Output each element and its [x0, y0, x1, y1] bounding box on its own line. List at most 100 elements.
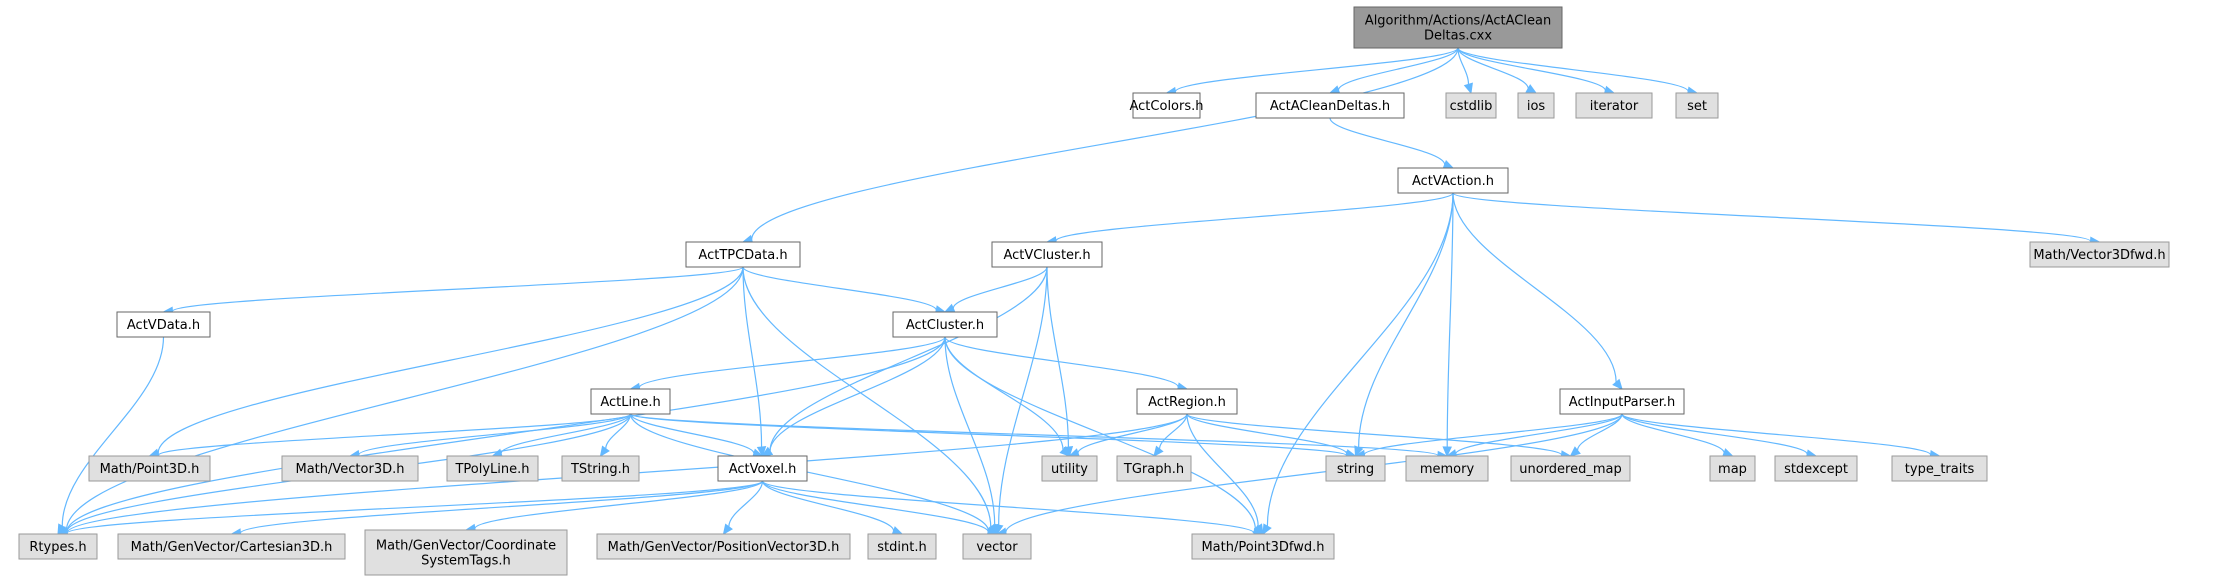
node-tpoly-line: TPolyLine.h: [446, 455, 539, 482]
node-label: utility: [1051, 462, 1088, 477]
node-act-line[interactable]: ActLine.h: [590, 388, 671, 415]
node-root: Algorithm/Actions/ActACleanDeltas.cxx: [1353, 6, 1563, 49]
node-memory: memory: [1405, 455, 1489, 482]
node-box: [1891, 455, 1988, 482]
edge-root-to-set: [1457, 47, 1699, 96]
node-label: ActLine.h: [600, 395, 660, 410]
node-stdint: stdint.h: [867, 533, 937, 560]
node-label: set: [1687, 99, 1707, 114]
edge-act-vaction-to-string: [1354, 192, 1454, 458]
node-label: ActVData.h: [127, 318, 200, 333]
node-box: [1517, 92, 1555, 119]
node-label: stdint.h: [877, 540, 926, 555]
node-set: set: [1675, 92, 1719, 119]
node-act-vdata[interactable]: ActVData.h: [116, 311, 211, 338]
node-box: [867, 533, 937, 560]
node-label: ActColors.h: [1130, 99, 1204, 114]
node-point3-d: Math/Point3D.h: [88, 455, 211, 482]
node-label: type_traits: [1905, 462, 1975, 477]
node-stdexcept: stdexcept: [1774, 455, 1858, 482]
node-box: [116, 311, 211, 338]
edge-act-vaction-to-act-input-parser: [1452, 192, 1623, 390]
node-box: [1353, 6, 1563, 49]
node-label: memory: [1420, 462, 1475, 477]
edge-root-to-iterator: [1457, 47, 1616, 95]
node-box: [88, 455, 211, 482]
node-box: [590, 388, 671, 415]
node-label: string: [1337, 462, 1374, 477]
node-label: ActCluster.h: [906, 318, 984, 333]
edge-act-input-parser-to-stdexcept: [1621, 413, 1818, 459]
node-cartesian3-d: Math/GenVector/Cartesian3D.h: [117, 533, 346, 560]
node-act-aclean-deltas[interactable]: ActACleanDeltas.h: [1255, 92, 1405, 119]
node-label: unordered_map: [1519, 462, 1622, 477]
node-act-vcluster[interactable]: ActVCluster.h: [991, 241, 1103, 268]
edge-act-tpcdata-to-act-vdata: [162, 266, 744, 317]
node-box: [962, 533, 1032, 560]
node-label: ios: [1527, 99, 1546, 114]
node-vector: vector: [962, 533, 1032, 560]
node-box: [364, 529, 568, 576]
node-box: [1405, 455, 1489, 482]
node-label: ActInputParser.h: [1569, 395, 1675, 410]
node-box: [1325, 455, 1386, 482]
node-vector3-d: Math/Vector3D.h: [281, 455, 419, 482]
node-box: [117, 533, 346, 560]
edge-act-input-parser-to-unordered-map: [1569, 413, 1623, 457]
node-utility: utility: [1041, 455, 1098, 482]
edge-act-voxel-to-cartesian3-d: [230, 480, 764, 538]
edge-act-tpcdata-to-act-voxel: [742, 266, 767, 458]
node-cstdlib: cstdlib: [1445, 92, 1497, 119]
node-act-region[interactable]: ActRegion.h: [1136, 388, 1238, 415]
node-box: [1191, 533, 1335, 560]
node-unordered-map: unordered_map: [1510, 455, 1631, 482]
node-box: [685, 241, 801, 268]
edge-root-to-act-colors: [1165, 47, 1459, 97]
edge-act-cluster-to-vector: [944, 336, 1000, 536]
edge-act-voxel-to-position-vector3-d: [722, 480, 764, 535]
node-act-tpcdata[interactable]: ActTPCData.h: [685, 241, 801, 268]
node-box: [1709, 455, 1756, 482]
node-label: Algorithm/Actions/ActAClean: [1365, 14, 1551, 29]
edge-act-vcluster-to-vector: [994, 266, 1048, 536]
node-string: string: [1325, 455, 1386, 482]
node-box: [1575, 92, 1653, 119]
node-label: cstdlib: [1450, 99, 1493, 114]
node-act-vaction[interactable]: ActVAction.h: [1397, 167, 1509, 194]
node-label: Math/Point3Dfwd.h: [1201, 540, 1324, 555]
node-tgraph: TGraph.h: [1116, 455, 1192, 482]
node-box: [1116, 455, 1192, 482]
node-box: [2029, 241, 2170, 268]
node-box: [596, 533, 851, 560]
edge-act-region-to-unordered-map: [1186, 413, 1572, 460]
node-act-colors[interactable]: ActColors.h: [1130, 92, 1204, 119]
edge-act-cluster-to-rtypes: [56, 336, 946, 537]
edge-act-cluster-to-utility: [944, 336, 1071, 457]
node-box: [1774, 455, 1858, 482]
node-label: stdexcept: [1784, 462, 1848, 477]
node-label: ActACleanDeltas.h: [1270, 99, 1390, 114]
node-iterator: iterator: [1575, 92, 1653, 119]
node-label: vector: [976, 540, 1018, 555]
node-act-cluster[interactable]: ActCluster.h: [892, 311, 998, 338]
node-label: ActTPCData.h: [698, 248, 787, 263]
node-box: [1559, 388, 1685, 415]
node-act-voxel[interactable]: ActVoxel.h: [717, 455, 808, 482]
edge-act-tpcdata-to-point3-d: [148, 266, 744, 458]
node-label: Math/Vector3Dfwd.h: [2033, 248, 2165, 263]
node-box: [281, 455, 419, 482]
edge-act-line-to-string: [629, 413, 1357, 461]
edge-act-vaction-to-memory: [1442, 192, 1454, 458]
edge-act-aclean-deltas-to-act-vaction: [1329, 117, 1455, 169]
node-box: [1136, 388, 1238, 415]
edge-root-to-cstdlib: [1457, 47, 1473, 95]
node-box: [1445, 92, 1497, 119]
node-act-input-parser[interactable]: ActInputParser.h: [1559, 388, 1685, 415]
node-box: [1397, 167, 1509, 194]
edge-act-cluster-to-act-region: [944, 336, 1189, 392]
node-label: TString.h: [570, 462, 630, 477]
edge-act-vaction-to-act-vcluster: [1045, 192, 1454, 246]
node-rtypes: Rtypes.h: [18, 533, 98, 560]
